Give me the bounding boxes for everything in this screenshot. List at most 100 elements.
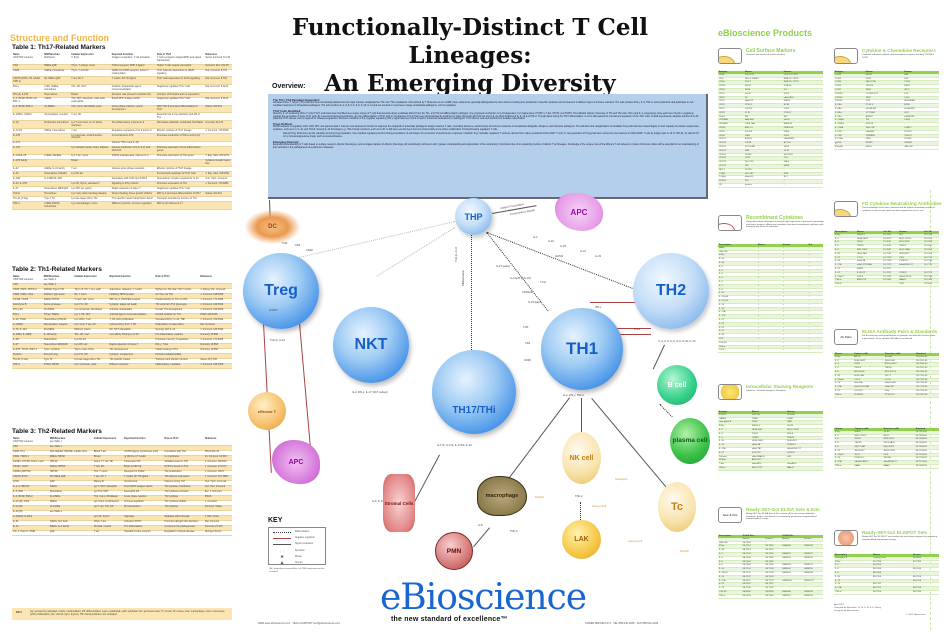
tc-cell[interactable]: Tc xyxy=(658,482,696,532)
table-cell: Tbx-21 (T-bet) xyxy=(12,358,43,364)
table-cell: 2B11 xyxy=(864,96,904,101)
stromal-cells[interactable]: Stromal Cells xyxy=(383,474,415,532)
table-cell xyxy=(108,283,155,289)
macrophage-cell[interactable]: macrophage xyxy=(477,476,527,516)
table-cell: 88-7010 xyxy=(764,548,782,553)
table-cell: 16-7029 xyxy=(923,237,939,242)
table-cell: 88-7137 xyxy=(741,575,765,580)
table-cell: CD278 (ICOS, H4, AILIM, CRP-1) xyxy=(12,76,44,86)
table-cell: 39-7175-65 xyxy=(915,385,939,390)
table-cell: 22URTI xyxy=(786,451,823,456)
table-cell: 88-7334 xyxy=(741,541,765,546)
treg-cell[interactable]: Treg xyxy=(243,253,319,329)
product-title: ELISA Antibody Pairs & Standards xyxy=(862,329,938,334)
table-cell: 16-7129 xyxy=(923,256,939,261)
table-cell: CD94 xyxy=(718,134,744,139)
table-cell: + xyxy=(781,303,808,308)
table-cell: IL-10 (R), CSIF xyxy=(12,500,49,506)
table-cell: 105-120kDa TNFRSF, soluble form xyxy=(48,450,93,456)
table-cell: + xyxy=(781,276,808,281)
table-cell: BMS608 xyxy=(781,590,804,595)
table-cell: IL-12p70 xyxy=(834,453,854,458)
table-cell: 88-8080 xyxy=(912,556,939,561)
overview-box: The Th1 / Th2 Paradigm Expanded:Activate… xyxy=(268,94,708,199)
apc-cell-top[interactable]: APC xyxy=(555,193,603,231)
table-cell: 2G12 xyxy=(864,77,904,82)
lak-cell[interactable]: LAK xyxy=(562,520,601,559)
table-cell: CCR4 xyxy=(834,77,865,82)
table-cell: IL-5 xyxy=(718,276,757,281)
table-cell: Lyc pancreas, small intestine, stomach xyxy=(70,133,111,142)
footer-web-link[interactable]: WEB www.ebioscience.com xyxy=(258,622,291,625)
table-cell: Complex of IFN-γR/α and co-expression xyxy=(155,92,205,98)
table-cell: DX22 xyxy=(782,134,823,139)
table-cell: Lyc T act, Th2, NK xyxy=(92,505,124,511)
dc-cell[interactable]: DC xyxy=(245,210,300,244)
table-cell: 145-2C11 xyxy=(743,73,783,78)
table-cell: GITR xyxy=(12,480,49,486)
effector-t-cell[interactable]: effector T xyxy=(248,392,286,430)
table-cell: IL-17A xyxy=(834,460,854,465)
thp-cell[interactable]: THP xyxy=(455,198,492,235)
table-cell: MP5-20F3 xyxy=(853,370,884,375)
table-cell: + xyxy=(781,307,808,312)
table-cell: CD19 xyxy=(718,99,744,105)
table-cell: + xyxy=(781,326,808,331)
table-cell: J. Immunol. 165:6 xyxy=(203,470,232,476)
table-row: IL-2+++ xyxy=(718,265,823,270)
table-cell xyxy=(43,181,71,188)
apc-cell-bottom[interactable]: APC xyxy=(272,440,320,484)
table-row: IL-17A++- xyxy=(718,310,823,316)
label-il33: IL-33 xyxy=(595,255,601,258)
table-cell: Lyc CTL, NK xyxy=(73,353,109,359)
table-cell: Heterodimer xyxy=(43,92,71,98)
table-cell: - xyxy=(781,560,804,565)
key-note: LAK: lymphokine activated killer cell; P… xyxy=(269,568,325,573)
table-cell: Highest on Th1 than Th2 T costim xyxy=(154,288,200,294)
table-cell: - xyxy=(912,571,939,576)
nk-cell[interactable]: NK cell xyxy=(562,432,601,484)
table-cell: IL-17A xyxy=(834,586,873,591)
table-cell: 1F3F3D4 xyxy=(853,393,884,398)
table-cell: IL-10 xyxy=(718,439,751,445)
pmn-cell[interactable]: PMN xyxy=(435,532,473,570)
label-th1-cd4: CD4 xyxy=(525,342,531,345)
table-cell xyxy=(204,146,232,155)
table-cell: FFA21 xyxy=(855,267,883,272)
table-cell: 2E1B02 xyxy=(903,141,939,146)
table-cell: CD30, Ki-1 xyxy=(12,450,49,456)
th1-cell[interactable]: TH1 xyxy=(541,308,623,390)
table-cell xyxy=(108,278,155,284)
table-cell: IFN-γR, IL17R xyxy=(12,92,44,98)
table-cell xyxy=(204,92,232,98)
table-cell: IL-12Rβ2 xyxy=(12,323,43,329)
footer-support-email[interactable]: TECH SUPPORT tech@ebioscience.com xyxy=(292,622,341,625)
nkt-cell[interactable]: NKT xyxy=(333,307,409,383)
th17-cell[interactable]: TH17/THi xyxy=(432,350,516,434)
table-cell: IL-2Rα xyxy=(834,103,865,108)
table-row: IL-12 p40++- xyxy=(718,295,823,300)
table-cell: IL-33 xyxy=(12,525,49,531)
table-cell: - xyxy=(807,288,823,293)
plasma-cell[interactable]: plasma cell xyxy=(670,418,710,464)
table-cell: R6H1 xyxy=(903,84,939,89)
table-cell: 88-7054 xyxy=(872,571,913,576)
table-row: GM-CSF++- xyxy=(718,250,823,255)
table-cell: BVD6-24G2 xyxy=(883,362,916,368)
th2-cell[interactable]: TH2 xyxy=(633,253,709,329)
b-cell[interactable]: B cell xyxy=(657,365,697,405)
